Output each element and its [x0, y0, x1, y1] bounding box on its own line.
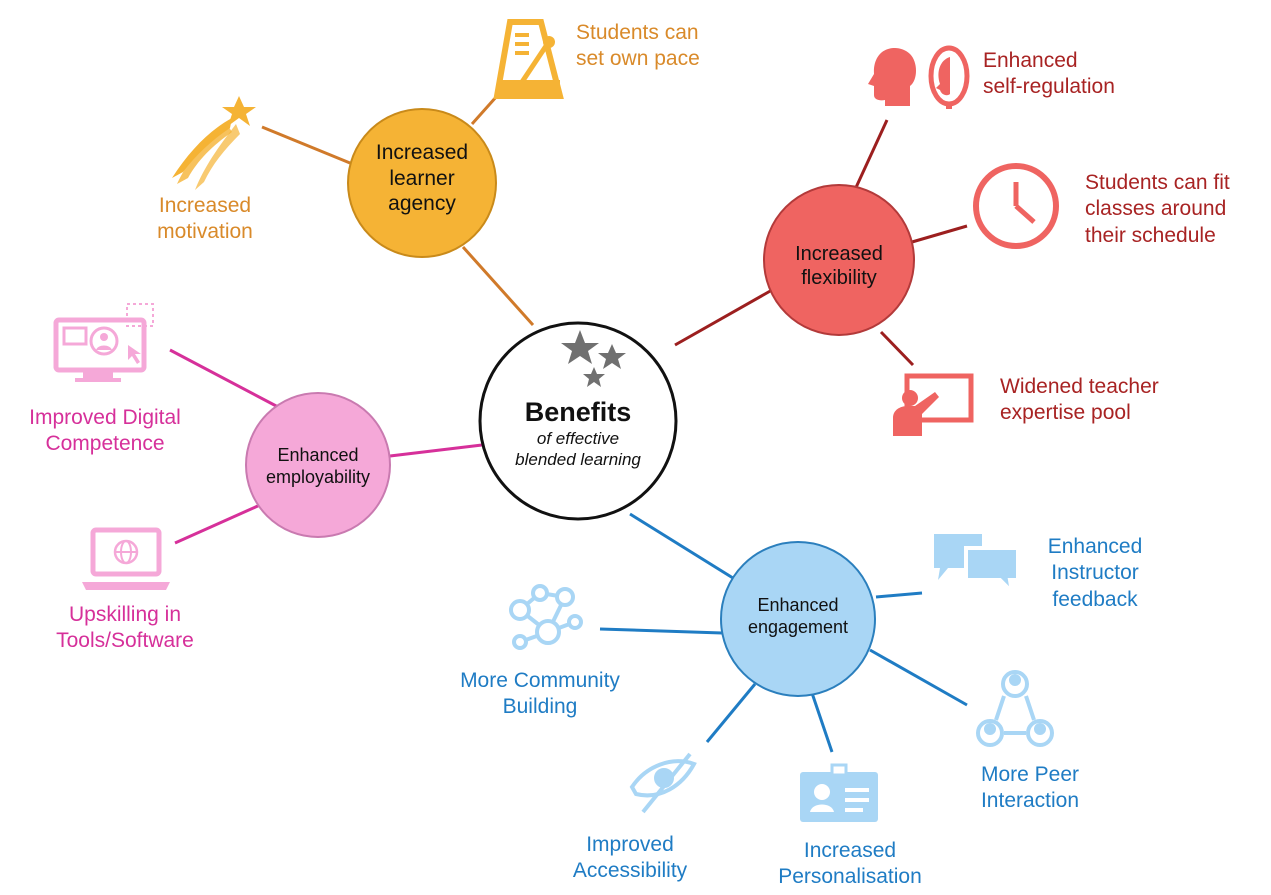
leaf-upskilling-line1: Upskilling in	[68, 603, 182, 626]
shooting-star-icon	[172, 96, 256, 190]
leaf-peer-interaction: More Peer Interaction	[965, 762, 1095, 815]
hub-flexibility-line2: flexibility	[801, 267, 877, 290]
leaf-fit-schedule: Students can fit classes around their sc…	[1085, 170, 1230, 249]
leaf-instructor-feedback-line1: Enhanced	[1047, 535, 1143, 558]
leaf-motivation-line1: Increased	[158, 194, 252, 217]
leaf-own-pace-line2: set own pace	[576, 47, 700, 71]
connector-flex-schedule	[911, 224, 968, 244]
hub-circle-flexibility	[763, 184, 915, 336]
hub-agency-line3: agency	[388, 192, 456, 216]
connector-emp-digital	[169, 348, 281, 410]
laptop-globe-icon	[82, 527, 170, 590]
hub-flexibility-label: Increased flexibility	[765, 242, 913, 291]
stars-icon	[561, 330, 626, 387]
leaf-personalisation-line2: Personalisation	[778, 865, 922, 889]
hub-engagement-line1: Enhanced	[757, 595, 839, 615]
leaf-fit-schedule-line3: their schedule	[1085, 223, 1216, 247]
leaf-motivation: Increased motivation	[130, 193, 280, 246]
leaf-community: More Community Building	[430, 668, 650, 721]
peer-people-icon	[976, 670, 1054, 747]
leaf-motivation-line2: motivation	[157, 220, 253, 244]
center-subtitle-line1: of effective	[536, 428, 620, 448]
hub-circle-employability	[245, 392, 391, 538]
network-people-icon	[509, 584, 583, 650]
leaf-digital-competence: Improved Digital Competence	[5, 405, 205, 458]
leaf-teacher-pool-line1: Widened teacher	[1000, 375, 1159, 398]
connector-eng-feedback	[875, 591, 923, 599]
connector-emp-upskilling	[174, 503, 261, 545]
leaf-accessibility-line2: Accessibility	[572, 859, 688, 883]
connector-center-employability	[389, 443, 483, 458]
connector-flex-selfreg	[851, 119, 889, 195]
hub-agency-line1: Increased	[375, 141, 469, 164]
connector-center-flexibility	[674, 288, 773, 347]
hub-agency-line2: learner	[389, 166, 455, 190]
hub-circle-agency	[347, 108, 497, 258]
leaf-fit-schedule-line2: classes around	[1085, 197, 1227, 221]
connector-eng-personalisation	[810, 692, 834, 753]
head-mirror-icon	[868, 45, 970, 109]
hub-agency-label: Increased learner agency	[350, 140, 494, 217]
center-title: Benefits	[524, 397, 632, 427]
leaf-digital-competence-line2: Competence	[45, 432, 165, 456]
hub-engagement-label: Enhanced engagement	[724, 595, 872, 639]
connector-center-agency	[461, 245, 535, 327]
hub-employability-line1: Enhanced	[277, 445, 359, 465]
computer-user-icon	[53, 303, 154, 382]
leaf-own-pace: Students can set own pace	[576, 20, 700, 73]
teacher-board-icon	[893, 373, 974, 436]
connector-eng-community	[599, 627, 723, 635]
leaf-instructor-feedback: Enhanced Instructor feedback	[1030, 534, 1160, 613]
leaf-community-line2: Building	[502, 695, 578, 719]
metronome-icon	[493, 19, 564, 99]
leaf-fit-schedule-line1: Students can fit	[1085, 171, 1230, 194]
leaf-self-regulation: Enhanced self-regulation	[983, 48, 1115, 101]
id-card-icon	[800, 763, 878, 822]
leaf-teacher-pool-line2: expertise pool	[1000, 401, 1131, 425]
connector-eng-peer	[869, 648, 968, 707]
hub-employability-label: Enhanced employability	[248, 445, 388, 489]
leaf-own-pace-line1: Students can	[576, 21, 699, 44]
leaf-self-regulation-line2: self-regulation	[983, 75, 1115, 99]
leaf-teacher-pool: Widened teacher expertise pool	[1000, 374, 1159, 427]
leaf-upskilling-line2: Tools/Software	[56, 629, 194, 653]
connector-flex-teacher	[879, 330, 915, 367]
connectors	[169, 86, 968, 753]
leaf-self-regulation-line1: Enhanced	[983, 49, 1078, 72]
eye-slash-icon	[629, 752, 697, 814]
center-label: Benefits of effective blended learning	[490, 396, 666, 470]
leaf-personalisation-line1: Increased	[803, 839, 897, 862]
leaf-community-line1: More Community	[460, 669, 620, 692]
leaf-accessibility: Improved Accessibility	[560, 832, 700, 885]
hub-employability-line2: employability	[265, 466, 371, 487]
connector-eng-accessibility	[705, 683, 757, 743]
leaf-accessibility-line1: Improved	[586, 833, 674, 856]
hub-engagement-line2: engagement	[747, 616, 849, 637]
center-subtitle-line2: blended learning	[515, 449, 641, 469]
connector-agency-motivation	[261, 125, 351, 165]
center-circle	[478, 321, 678, 521]
leaf-instructor-feedback-line3: feedback	[1052, 587, 1138, 611]
leaf-instructor-feedback-line2: Instructor	[1051, 561, 1139, 585]
leaf-upskilling: Upskilling in Tools/Software	[30, 602, 220, 655]
connector-center-engagement	[629, 512, 742, 585]
leaf-peer-interaction-line2: Interaction	[980, 789, 1080, 813]
chat-bubbles-icon	[934, 534, 1020, 598]
leaf-digital-competence-line1: Improved Digital	[29, 406, 181, 429]
clock-icon	[973, 163, 1059, 249]
leaf-peer-interaction-line1: More Peer	[980, 763, 1080, 786]
hub-flexibility-line1: Increased	[795, 243, 883, 265]
hub-circle-engagement	[720, 541, 876, 697]
leaf-personalisation: Increased Personalisation	[760, 838, 940, 891]
